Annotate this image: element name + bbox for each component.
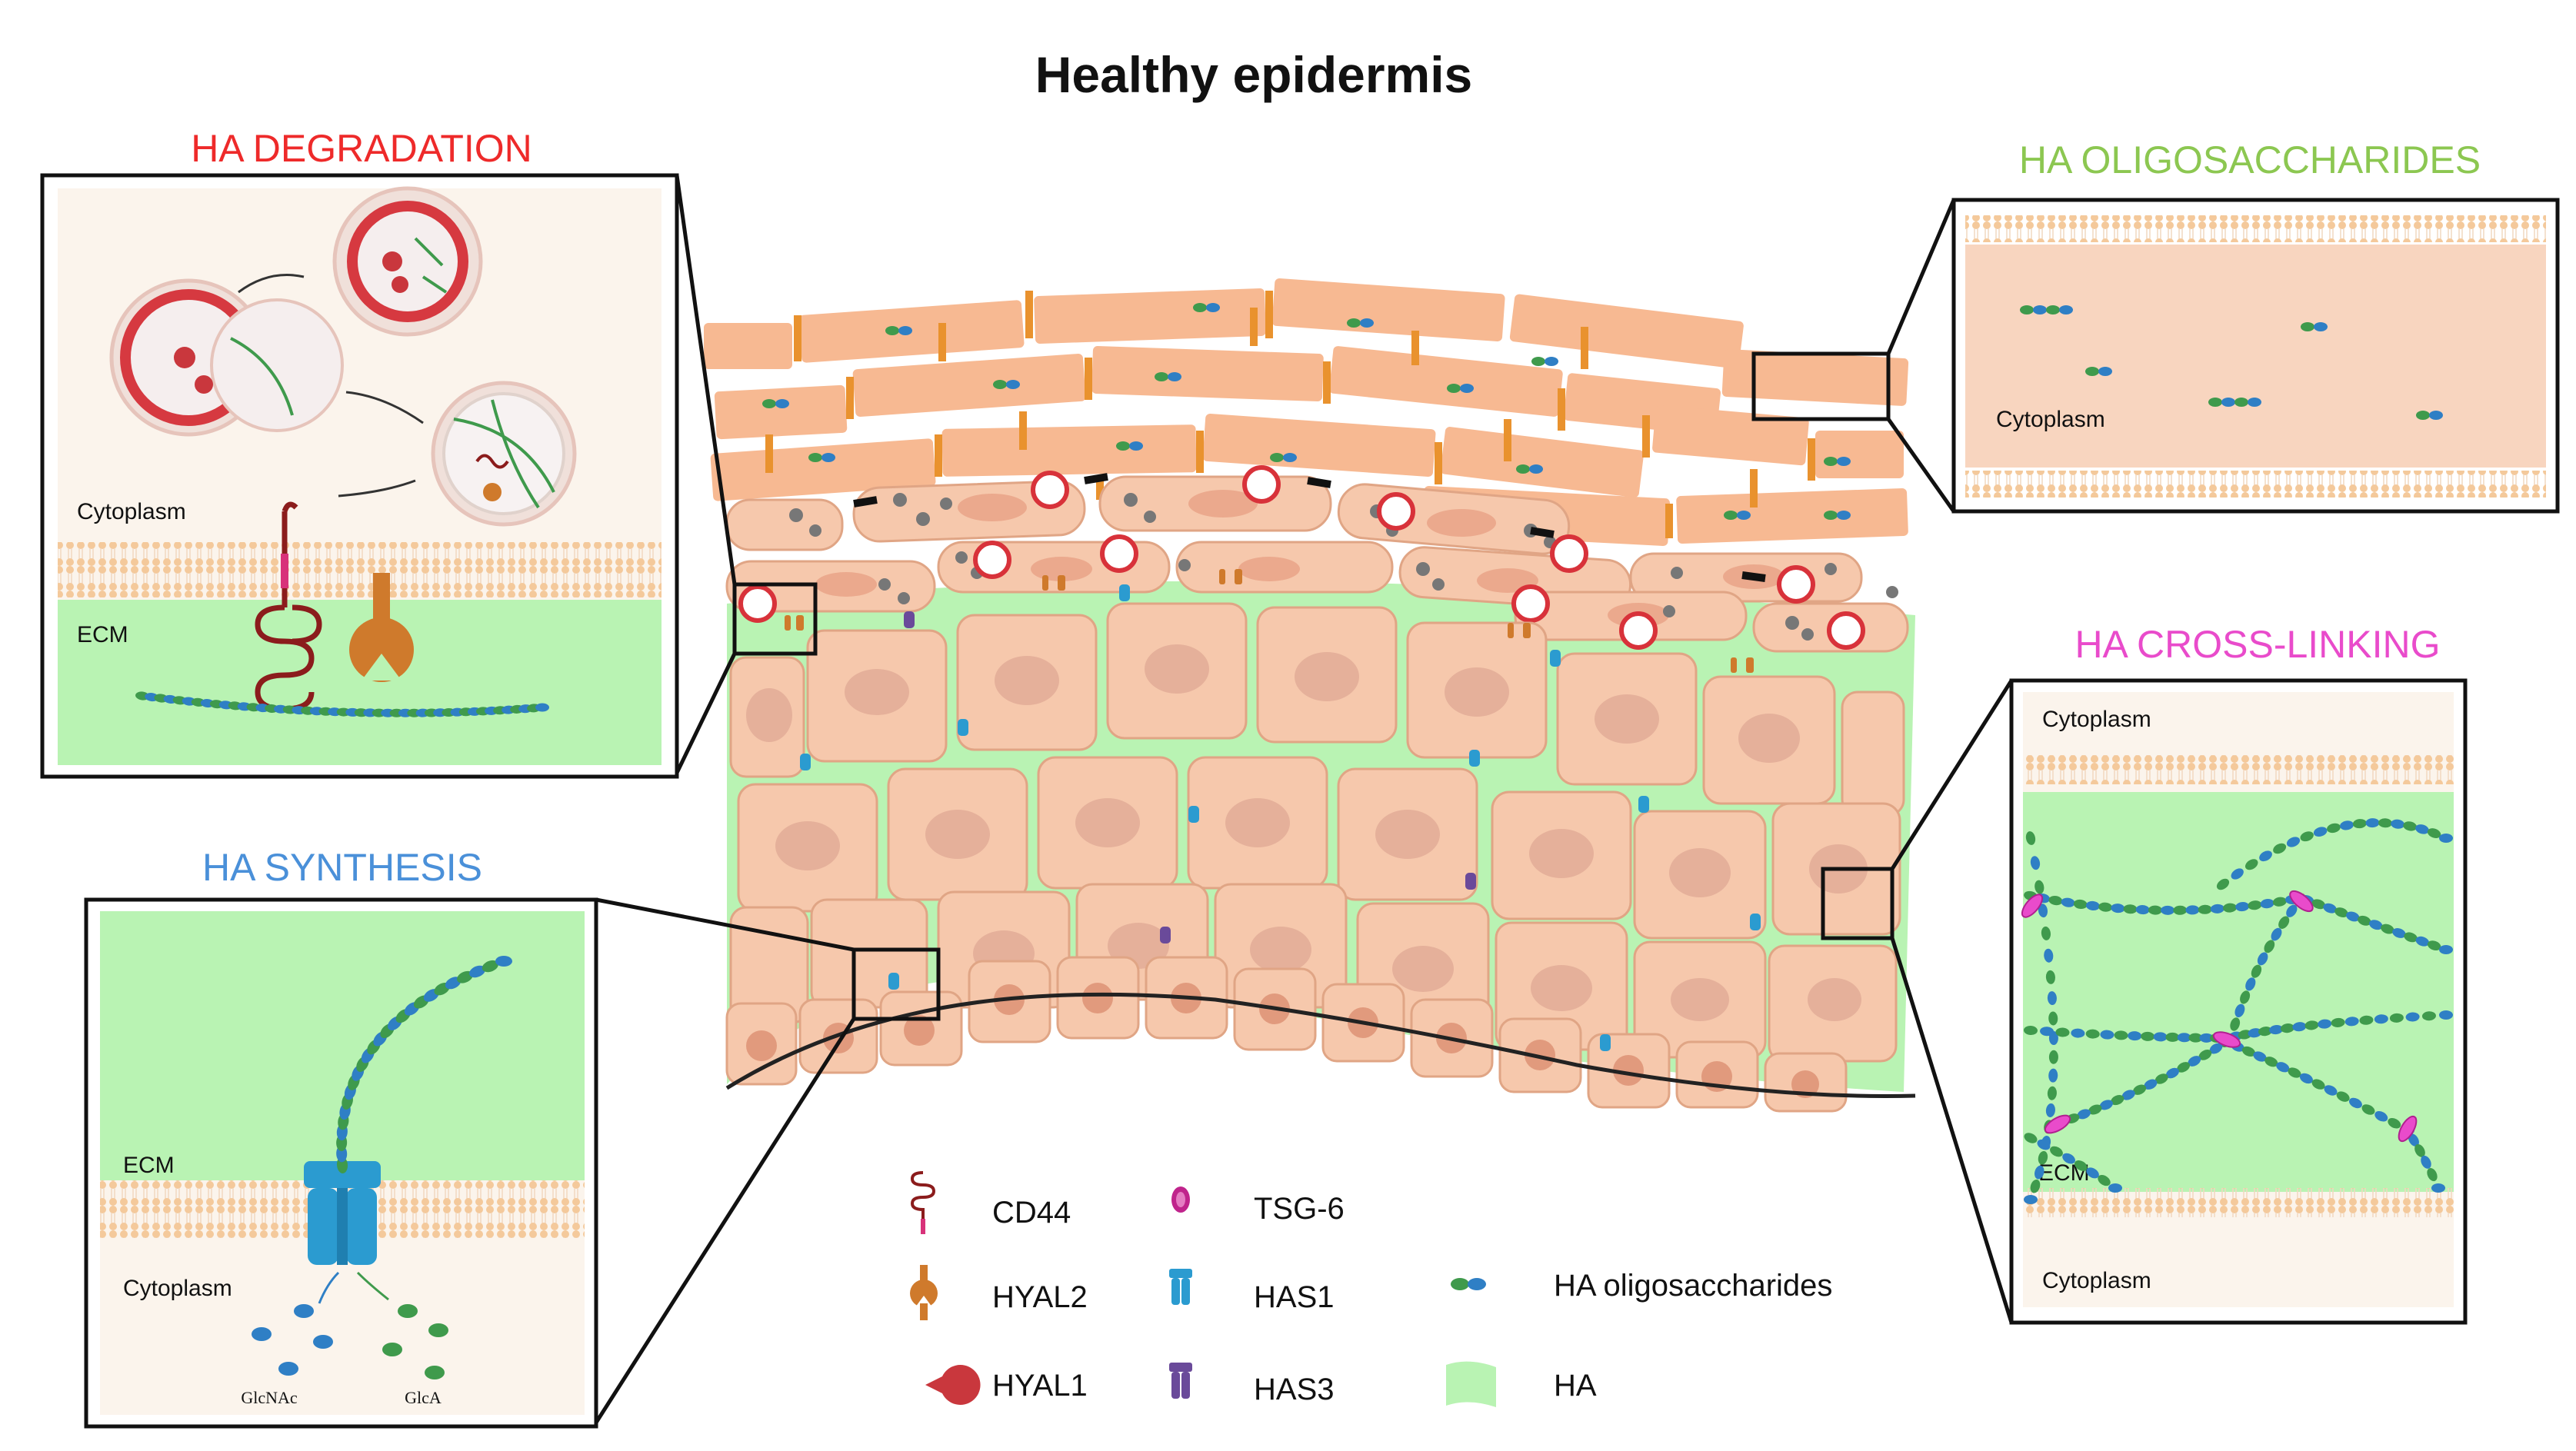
degradation-cytoplasm-label: Cytoplasm bbox=[77, 499, 186, 524]
stratum-corneum bbox=[704, 278, 1909, 547]
legend-hyal2-icon bbox=[910, 1265, 938, 1320]
basement-membrane bbox=[725, 992, 1916, 1098]
endosome-fusing bbox=[109, 278, 344, 437]
zoom-box-crosslinking bbox=[1821, 867, 1895, 940]
panel-title-crosslinking: HA CROSS-LINKING bbox=[2074, 623, 2440, 666]
legend: CD44 HYAL2 HYAL1 TSG-6 HAS1 HAS3 bbox=[910, 1171, 1832, 1407]
legend-hyal1-label: HYAL1 bbox=[992, 1369, 1088, 1403]
endosome-early bbox=[431, 381, 577, 527]
has-enzyme-synthesis bbox=[304, 1161, 381, 1265]
synthesis-cytoplasm-label: Cytoplasm bbox=[123, 1276, 232, 1301]
legend-ha-oligo-icon bbox=[1451, 1278, 1486, 1290]
legend-tsg6-label: TSG-6 bbox=[1254, 1192, 1345, 1226]
crosslink-cytoplasm-bottom-label: Cytoplasm bbox=[2042, 1268, 2151, 1293]
synthesis-arrows bbox=[318, 1271, 389, 1304]
legend-hyal1-icon bbox=[925, 1364, 981, 1405]
panel-title-synthesis: HA SYNTHESIS bbox=[202, 846, 482, 889]
stratum-granulosum bbox=[725, 465, 1909, 653]
panel-ha-synthesis: HA SYNTHESIS ECM Cytoplasm bbox=[84, 846, 598, 1429]
glcnac-label: GlcNAc bbox=[241, 1388, 298, 1407]
legend-ha-icon bbox=[1446, 1361, 1496, 1407]
glca-monomers bbox=[382, 1304, 448, 1379]
cd44-hyal2-in-tissue bbox=[785, 569, 1754, 673]
zoom-boxes bbox=[732, 351, 1895, 1021]
legend-has3-label: HAS3 bbox=[1254, 1373, 1335, 1406]
legend-has3-icon bbox=[1169, 1363, 1192, 1399]
connector-lines bbox=[594, 175, 2014, 1424]
glca-label: GlcA bbox=[405, 1388, 442, 1407]
panel-title-oligosaccharides: HA OLIGOSACCHARIDES bbox=[2019, 138, 2481, 181]
endosome-late bbox=[332, 186, 483, 337]
has-enzymes-in-tissue bbox=[800, 584, 1761, 1051]
spinosum-nuclei bbox=[746, 644, 1868, 1021]
crosslink-cytoplasm-top-label: Cytoplasm bbox=[2042, 707, 2151, 732]
ha-chain-synthesis bbox=[336, 956, 512, 1173]
zoom-box-synthesis bbox=[851, 947, 941, 1021]
oligo-cytoplasm-label: Cytoplasm bbox=[1996, 407, 2105, 432]
legend-ha-oligo-label: HA oligosaccharides bbox=[1554, 1269, 1832, 1303]
legend-has1-label: HAS1 bbox=[1254, 1280, 1335, 1314]
panel-ha-degradation: HA DEGRADATION Cytoplasm ECM bbox=[40, 127, 679, 779]
crosslinked-ha-network bbox=[2021, 818, 2453, 1204]
legend-has1-icon bbox=[1169, 1269, 1192, 1305]
ha-chain-degradation bbox=[135, 691, 549, 717]
panel-ha-crosslinking: HA CROSS-LINKING Cytoplasm ECM Cytoplasm bbox=[2009, 623, 2468, 1325]
legend-cd44-label: CD44 bbox=[992, 1196, 1071, 1230]
degradation-arrows bbox=[238, 274, 424, 498]
legend-tsg6-icon bbox=[1171, 1186, 1190, 1213]
epidermis-tissue bbox=[594, 175, 2014, 1424]
page-title: Healthy epidermis bbox=[1035, 46, 1473, 103]
panel-title-degradation: HA DEGRADATION bbox=[191, 127, 532, 170]
zoom-box-degradation bbox=[732, 582, 818, 656]
synthesis-ecm-label: ECM bbox=[123, 1153, 175, 1178]
hyal2-enzyme bbox=[349, 573, 414, 682]
degradation-ecm-label: ECM bbox=[77, 622, 128, 647]
basale-nuclei bbox=[746, 983, 1819, 1098]
legend-hyal2-label: HYAL2 bbox=[992, 1280, 1088, 1314]
legend-ha-label: HA bbox=[1554, 1369, 1597, 1403]
zoom-box-oligosaccharides bbox=[1751, 351, 1891, 421]
legend-cd44-icon bbox=[910, 1171, 936, 1234]
glcnac-monomers bbox=[252, 1304, 333, 1376]
panel-ha-oligosaccharides: HA OLIGOSACCHARIDES Cytoplasm bbox=[1951, 138, 2560, 514]
